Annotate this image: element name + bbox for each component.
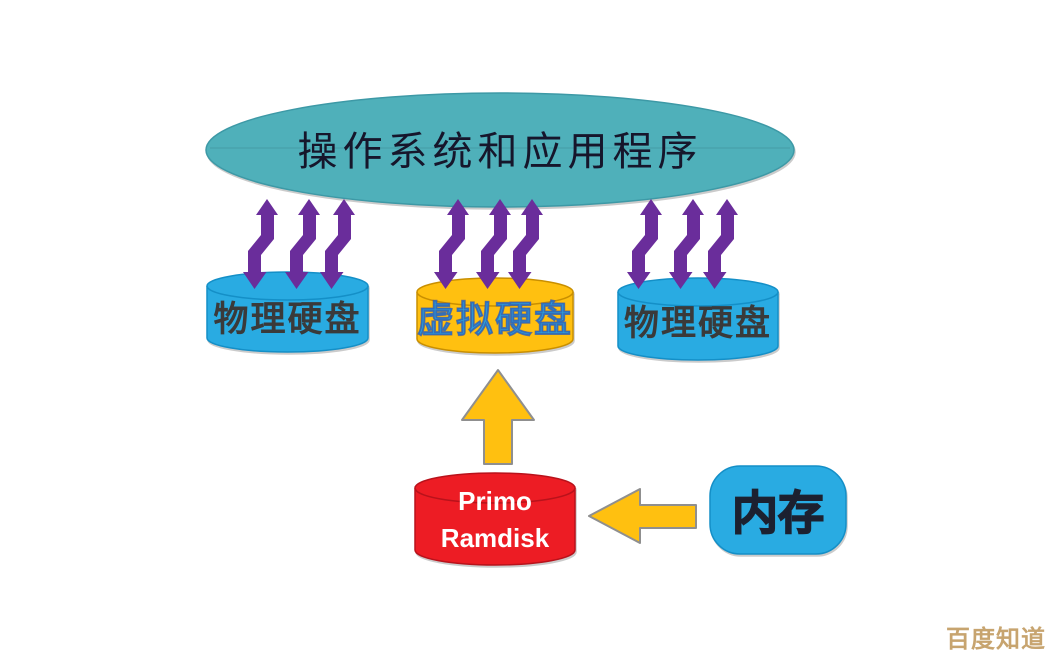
updown-zigzag-arrow xyxy=(703,199,738,289)
memory-label: 内存 xyxy=(731,486,825,540)
updown-zigzag-arrow xyxy=(627,199,662,289)
memory-box xyxy=(709,465,847,555)
updown-zigzag-arrow xyxy=(669,199,704,289)
updown-zigzag-arrow xyxy=(434,199,469,289)
virtual-disk-cylinder xyxy=(416,277,574,354)
physical-disk-right-cylinder xyxy=(617,277,779,361)
virtual-disk-label: 虚拟硬盘 xyxy=(417,300,573,342)
physical-disk-left-cylinder xyxy=(206,271,369,353)
ramdisk-label-line1: Primo xyxy=(458,486,532,516)
ramdisk-label: Primo Ramdisk xyxy=(415,480,575,560)
physical-disk-left-label: 物理硬盘 xyxy=(213,299,362,339)
ramdisk-cylinder xyxy=(414,472,576,566)
updown-zigzag-arrow xyxy=(320,199,355,289)
physical-disk-right-label: 物理硬盘 xyxy=(623,303,772,343)
watermark: 百度知道 xyxy=(946,626,1046,653)
up-arrow xyxy=(461,369,535,465)
updown-zigzag-arrow xyxy=(508,199,543,289)
os-label: 操作系统和应用程序 xyxy=(297,129,703,174)
left-arrow xyxy=(588,488,697,544)
ramdisk-label-line2: Ramdisk xyxy=(440,523,550,553)
updown-zigzag-arrow xyxy=(476,199,511,289)
